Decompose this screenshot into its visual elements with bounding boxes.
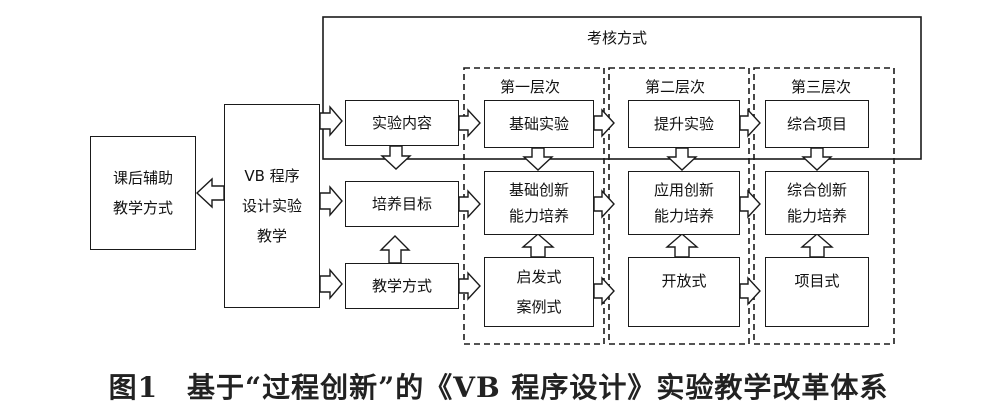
arrow-l1-l2-ability: [593, 189, 615, 219]
arrow-l2-up: [665, 233, 699, 258]
level3-label: 第三层次: [791, 78, 852, 96]
l1-method-box: 启发式 案例式: [484, 257, 594, 327]
level1-label: 第一层次: [500, 78, 561, 96]
method-box: 教学方式: [345, 263, 459, 309]
assessment-frame: [322, 16, 922, 160]
l2-method-box: 开放式: [628, 257, 740, 327]
arrow-vb-to-goal: [319, 185, 343, 217]
l1-experiment-box: 基础实验: [484, 100, 594, 148]
level2-label: 第二层次: [645, 78, 706, 96]
arrow-content-to-l1: [458, 108, 481, 138]
l3-method-box: 项目式: [765, 257, 869, 327]
arrow-l1-l2-method: [593, 276, 615, 306]
arrow-l1-down: [522, 147, 554, 171]
arrow-vb-to-afterclass: [195, 177, 225, 209]
arrow-vb-to-content: [319, 105, 343, 137]
assessment-label: 考核方式: [587, 29, 648, 47]
arrow-vb-to-method: [319, 268, 343, 300]
arrow-l1-up: [521, 233, 555, 258]
arrow-l1-l2-exp: [593, 108, 615, 138]
goal-box: 培养目标: [345, 181, 459, 227]
arrow-goal-to-l1: [458, 189, 481, 219]
arrow-method-to-goal: [379, 235, 411, 264]
arrow-l3-up: [800, 233, 834, 258]
arrow-l3-down: [801, 147, 833, 171]
l3-ability-box: 综合创新 能力培养: [765, 171, 869, 235]
content-box: 实验内容: [345, 100, 459, 146]
arrow-l2-down: [666, 147, 698, 171]
arrow-l2-l3-ability: [739, 189, 761, 219]
arrow-content-to-goal: [380, 145, 412, 170]
arrow-method-to-l1: [458, 271, 481, 301]
after-class-box: 课后辅助 教学方式: [90, 136, 196, 250]
l2-ability-box: 应用创新 能力培养: [628, 171, 740, 235]
l3-experiment-box: 综合项目: [765, 100, 869, 148]
arrow-l2-l3-exp: [739, 108, 761, 138]
l1-ability-box: 基础创新 能力培养: [484, 171, 594, 235]
vb-course-box: VB 程序 设计实验 教学: [224, 104, 320, 308]
figure-caption: 图1 基于“过程创新”的《VB 程序设计》实验教学改革体系: [108, 371, 889, 404]
arrow-l2-l3-method: [739, 276, 761, 306]
l2-experiment-box: 提升实验: [628, 100, 740, 148]
